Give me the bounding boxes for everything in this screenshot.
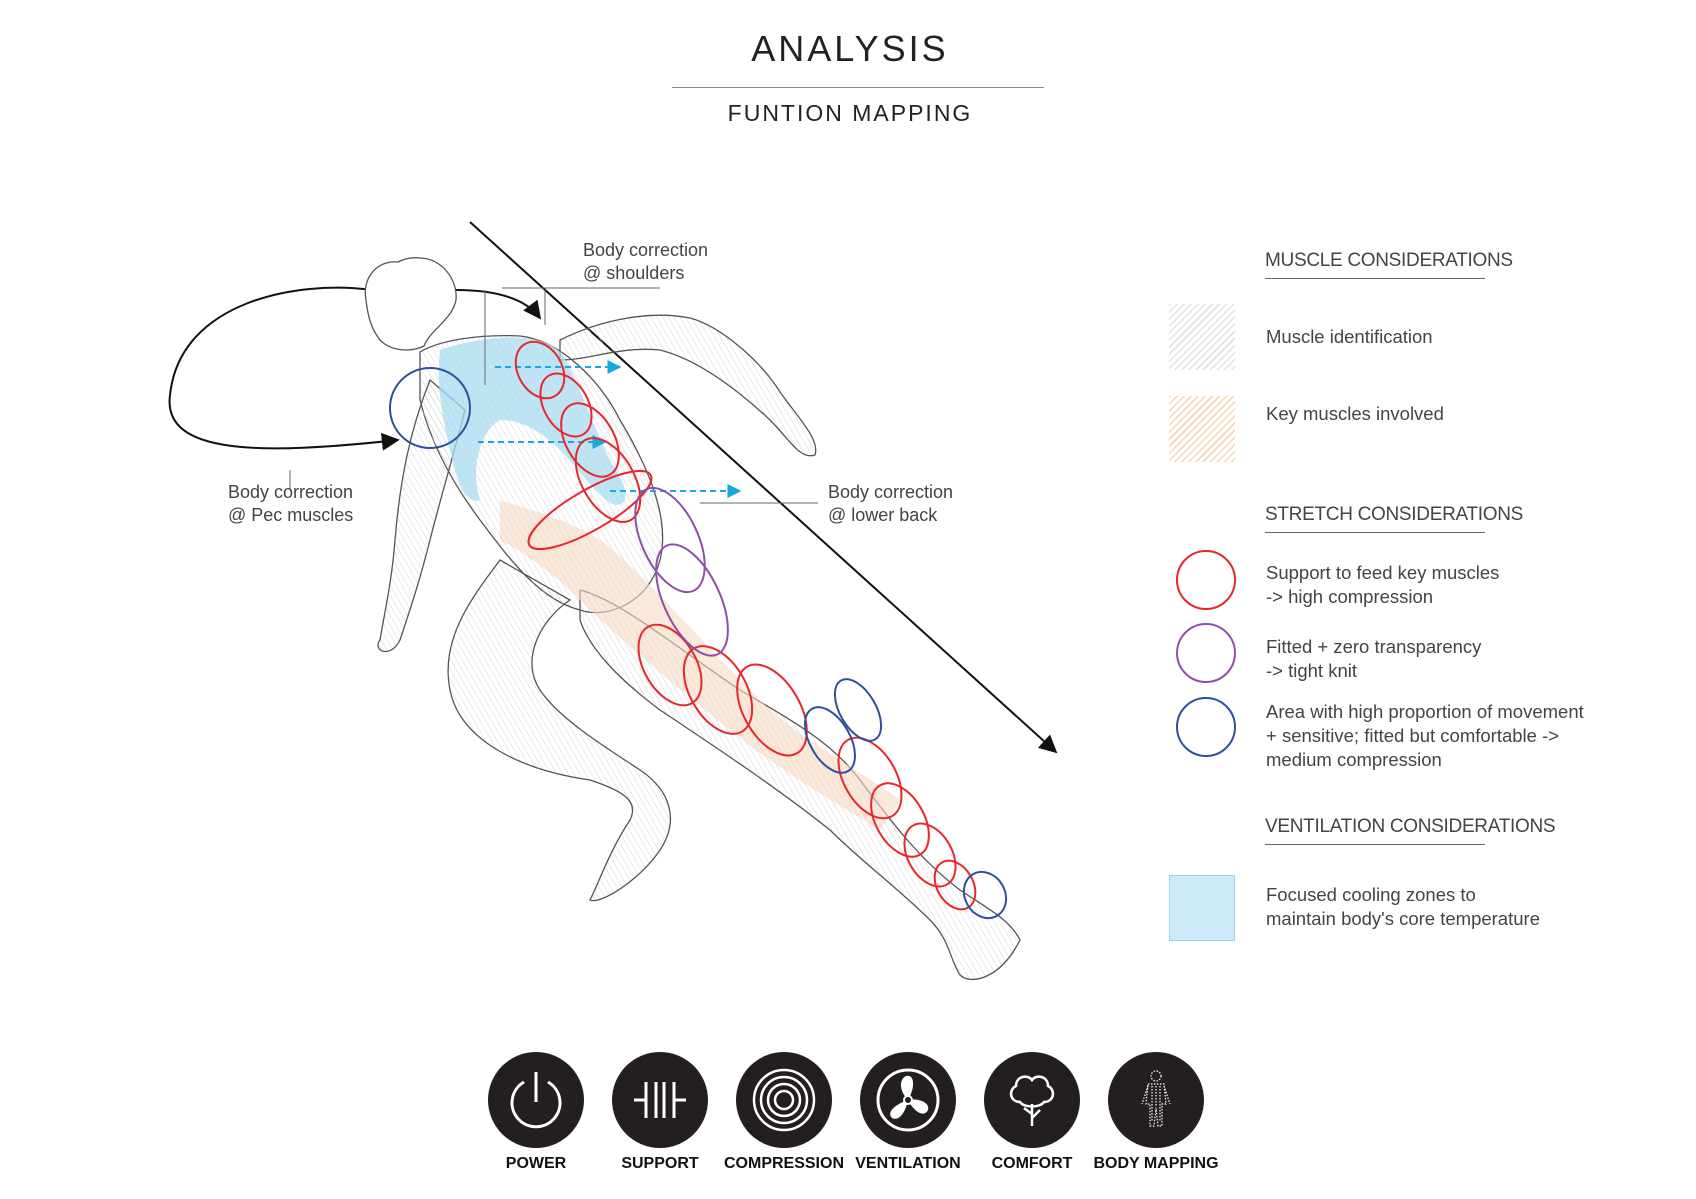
page-title: ANALYSIS — [751, 28, 949, 69]
stretch-considerations-heading: STRETCH CONSIDERATIONS — [1265, 504, 1524, 525]
power-function — [488, 1052, 584, 1148]
muscle-considerations-heading: MUSCLE CONSIDERATIONS — [1265, 250, 1513, 271]
ventilation-considerations-heading: VENTILATION CONSIDERATIONS — [1265, 816, 1556, 837]
tight-knit-rings — [634, 486, 729, 657]
muscle-heading-rule — [1265, 278, 1485, 279]
cooling-zone-label: Focused cooling zones to maintain body's… — [1266, 884, 1540, 929]
rotation-arrow — [168, 286, 400, 451]
callout-leaders — [289, 287, 818, 504]
comfort-function — [984, 1052, 1080, 1148]
comfort-label: COMFORT — [991, 1155, 1073, 1172]
motion-direction-arrow — [469, 221, 1058, 754]
support-icon — [634, 1082, 686, 1118]
support-label: SUPPORT — [621, 1155, 699, 1172]
key-muscles-label: Key muscles involved — [1266, 403, 1444, 424]
high-compression-rings — [514, 340, 977, 911]
medium-compression-ring — [1176, 697, 1236, 757]
key-muscles-swatch — [1169, 396, 1235, 462]
tight-knit-label: Fitted + zero transparency -> tight knit — [1266, 636, 1482, 681]
fan-icon — [876, 1068, 940, 1132]
callout-lower-back: Body correction @ lower back — [828, 482, 954, 525]
callout-pec: Body correction @ Pec muscles — [228, 482, 354, 525]
body-mapping-icon — [1141, 1070, 1171, 1127]
ventilation-function — [860, 1052, 956, 1148]
title-divider — [672, 87, 1044, 88]
muscle-identification-swatch — [1169, 304, 1235, 370]
page-subtitle: FUNTION MAPPING — [727, 100, 973, 126]
shoulder-turn-arrow — [455, 289, 542, 320]
power-icon — [510, 1072, 562, 1129]
muscle-identification-label: Muscle identification — [1266, 326, 1433, 347]
ventilation-heading-rule — [1265, 844, 1485, 845]
tight-knit-ring — [1176, 623, 1236, 683]
medium-compression-rings — [389, 367, 1008, 920]
medium-compression-label: Area with high proportion of movement + … — [1266, 701, 1584, 770]
support-function — [612, 1052, 708, 1148]
high-compression-ring — [1176, 550, 1236, 610]
ventilation-label: VENTILATION — [855, 1155, 961, 1172]
compression-label: COMPRESSION — [723, 1155, 844, 1172]
cotton-icon — [1009, 1075, 1055, 1126]
compression-icon — [752, 1068, 816, 1132]
cooling-zone-swatch — [1169, 875, 1235, 941]
compression-function — [736, 1052, 832, 1148]
callout-shoulders: Body correction @ shoulders — [583, 240, 709, 283]
body-mapping-function — [1108, 1052, 1204, 1148]
body-mapping-label: BODY MAPPING — [1093, 1155, 1219, 1172]
key-muscle-area — [500, 500, 900, 830]
stretch-heading-rule — [1265, 532, 1485, 533]
power-label: POWER — [505, 1155, 567, 1172]
high-compression-label: Support to feed key muscles -> high comp… — [1266, 562, 1500, 607]
